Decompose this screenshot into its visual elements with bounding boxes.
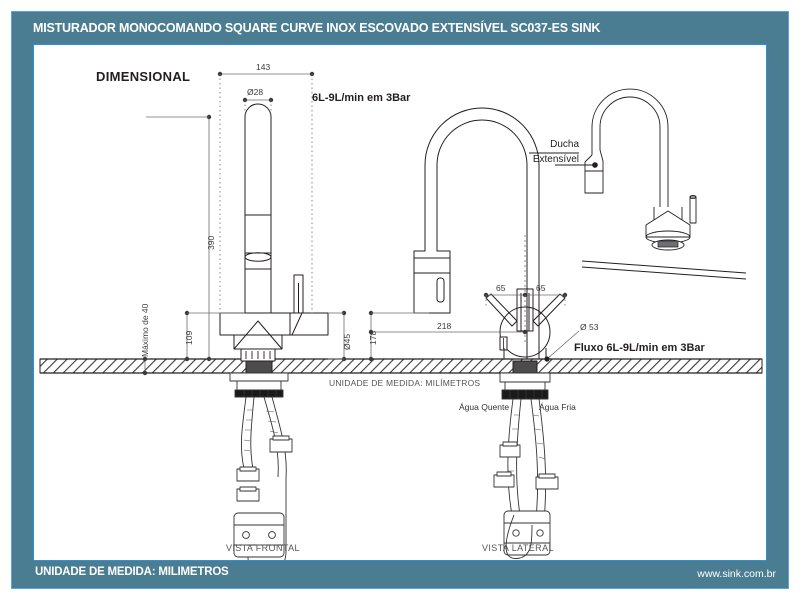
drawing-canvas: DIMENSIONAL 6L-9L/min em 3Bar Fluxo 6L-9… bbox=[33, 44, 767, 561]
front-view-faucet bbox=[219, 103, 329, 374]
ducha-label-line2: Extensível bbox=[532, 154, 579, 165]
page-title: MISTURADOR MONOCOMANDO SQUARE CURVE INOX… bbox=[33, 21, 601, 35]
view-caption-front: VISTA FRONTAL bbox=[226, 543, 300, 553]
dim-reach: 218 bbox=[437, 321, 452, 331]
front-view-plumbing bbox=[229, 372, 293, 560]
dimension-lines bbox=[142, 71, 598, 376]
dim-spout-diameter: Ø28 bbox=[247, 87, 264, 97]
dim-spout-height: 178 bbox=[368, 330, 378, 345]
dim-base-diameter-front: Ø45 bbox=[342, 333, 352, 350]
technical-drawing-svg bbox=[39, 71, 763, 560]
section-title: DIMENSIONAL bbox=[96, 69, 191, 84]
countertop-band bbox=[39, 358, 763, 374]
dim-total-height: 390 bbox=[206, 235, 216, 250]
dim-max-thickness: Máximo de 40 bbox=[140, 303, 150, 357]
view-caption-side: VISTA LATERAL bbox=[482, 543, 554, 553]
dim-base-diameter-side: Ø 53 bbox=[580, 322, 599, 332]
side-view-plumbing bbox=[493, 372, 559, 559]
flow-note-right: Fluxo 6L-9L/min em 3Bar bbox=[574, 342, 705, 354]
ducha-label-line1: Ducha bbox=[550, 139, 579, 150]
dim-width-top: 143 bbox=[256, 62, 271, 72]
dim-body-height: 109 bbox=[184, 330, 194, 345]
hot-water-label: Água Quente bbox=[459, 402, 510, 412]
perspective-faucet bbox=[581, 88, 747, 280]
footer-website: www.sink.com.br bbox=[697, 568, 776, 580]
dim-handle-left: 65 bbox=[496, 283, 506, 293]
footer-unit-note: UNIDADE DE MEDIDA: MILIMETROS bbox=[35, 566, 229, 578]
dim-handle-right: 65 bbox=[536, 283, 546, 293]
flow-note-top: 6L-9L/min em 3Bar bbox=[312, 92, 411, 104]
cold-water-label: Água Fria bbox=[539, 402, 576, 412]
unit-note: UNIDADE DE MEDIDA: MILÍMETROS bbox=[329, 378, 481, 388]
